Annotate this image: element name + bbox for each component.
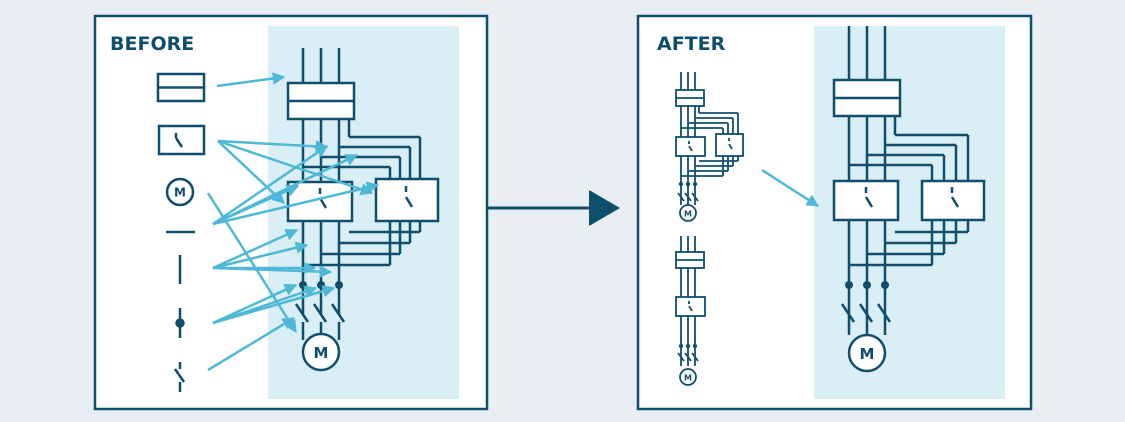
wire-placement-arrow xyxy=(212,265,333,278)
wire-placement-arrow xyxy=(212,181,380,226)
before-motor-label: M xyxy=(314,344,329,362)
switch-placement-arrow xyxy=(217,140,285,204)
before-title: BEFORE xyxy=(110,33,194,55)
after-title: AFTER xyxy=(657,33,726,55)
before-motor xyxy=(301,332,341,372)
wire-junction-icon xyxy=(175,308,185,338)
template-circuit-thumbnail-2: M xyxy=(675,236,706,386)
after-motor xyxy=(847,333,887,373)
contact-icon xyxy=(173,362,186,392)
thumbnail-1-motor-label: M xyxy=(684,210,692,219)
after-circuit: M xyxy=(832,26,986,373)
transition-arrow xyxy=(487,190,620,226)
after-motor-label: M xyxy=(860,345,875,363)
switch-component-icon xyxy=(157,124,206,156)
wire-placement-arrow xyxy=(212,184,300,226)
before-panel: BEFORE M xyxy=(93,14,489,411)
template-circuit-thumbnail-1: M xyxy=(675,72,744,222)
placement-arrows xyxy=(206,72,380,372)
motor-component-icon: M xyxy=(165,177,195,207)
wire-placement-arrow xyxy=(212,241,309,270)
before-switch-1 xyxy=(286,180,354,223)
junction-placement-arrow xyxy=(212,285,336,325)
after-panel: AFTER xyxy=(636,14,1033,411)
switch-placement-arrow xyxy=(217,139,329,153)
contact-placement-arrow xyxy=(207,316,296,372)
junction-placement-arrow xyxy=(212,283,298,325)
thumbnail-2-motor-label: M xyxy=(684,374,692,383)
after-switch-1 xyxy=(832,179,900,222)
wire-placement-arrow xyxy=(212,228,299,270)
fuse-placement-arrow xyxy=(216,72,286,88)
fuse-block-icon xyxy=(156,72,206,103)
component-palette: M xyxy=(156,72,206,392)
insert-template-arrow xyxy=(761,168,820,208)
wire-placement-arrow xyxy=(212,144,329,226)
motor-component-label: M xyxy=(174,186,186,200)
